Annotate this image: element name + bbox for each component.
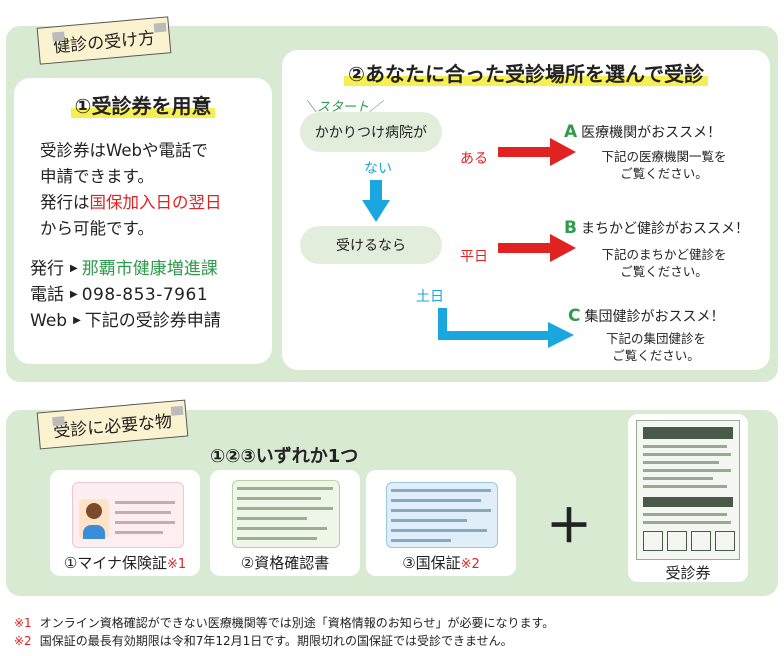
doc-mynumber-card: ①マイナ保険証※1 — [50, 470, 200, 576]
issue-date-condition: 国保加入日の翌日 — [89, 193, 222, 212]
question-family-doctor: かかりつけ病院が — [300, 112, 442, 152]
doc2-label: ②資格確認書 — [240, 554, 330, 572]
contact-info: 発行▶那覇市健康増進課 電話▶098-853-7961 Web▶下記の受診券申請 — [30, 259, 221, 331]
triangle-right-icon: ▶ — [70, 289, 78, 300]
step2-card: ②あなたに合った受診場所を選んで受診 ＼スタート／ かかりつけ病院が ある ない… — [282, 50, 770, 370]
option-c-note: 下記の集団健診をご覧ください。 — [605, 331, 706, 363]
voucher-label: 受診券 — [665, 564, 711, 582]
issue-department-link[interactable]: 那覇市健康増進課 — [81, 259, 218, 279]
option-a-note: 下記の医療機関一覧をご覧ください。 — [601, 149, 727, 181]
answer-weekend: 土日 — [416, 289, 444, 305]
answer-no: ない — [364, 161, 392, 177]
doc1-label: ①マイナ保険証※1 — [63, 554, 187, 572]
start-label: ＼スタート／ — [304, 100, 383, 115]
doc-voucher: 受診券 — [628, 414, 748, 582]
answer-weekday: 平日 — [460, 249, 488, 265]
certificate-image — [232, 480, 340, 548]
step1-title: ①受診券を用意 — [14, 90, 272, 119]
step1-description: 受診券はWebや電話で 申請できます。 発行は国保加入日の翌日 から可能です。 — [40, 141, 222, 238]
doc-insurance-card: ③国保証※2 — [366, 470, 516, 576]
step2-title: ②あなたに合った受診場所を選んで受診 — [282, 58, 770, 87]
arrow-to-a — [498, 138, 576, 166]
doc3-label: ③国保証※2 — [402, 554, 480, 572]
web-apply-link[interactable]: 下記の受診券申請 — [84, 311, 221, 331]
mynumber-card-image — [72, 482, 184, 548]
triangle-right-icon: ▶ — [70, 263, 78, 274]
arrow-down — [362, 180, 390, 222]
arrow-to-b — [498, 234, 576, 262]
option-b-note: 下記のまちかど健診をご覧ください。 — [601, 247, 727, 279]
phone-number[interactable]: 098-853-7961 — [81, 285, 209, 305]
answer-yes: ある — [460, 151, 488, 167]
triangle-right-icon: ▶ — [73, 315, 81, 326]
choose-one-label: ①②③いずれか1つ — [210, 446, 359, 467]
step1-card: ①受診券を用意 受診券はWebや電話で 申請できます。 発行は国保加入日の翌日 … — [14, 78, 272, 364]
person-photo — [79, 499, 109, 539]
plus-icon: ＋ — [546, 499, 592, 553]
voucher-image — [636, 420, 740, 560]
insurance-card-image — [386, 482, 498, 548]
question-when: 受けるなら — [300, 226, 442, 264]
arrow-to-c — [438, 308, 574, 348]
doc-eligibility-certificate: ②資格確認書 — [210, 470, 360, 576]
